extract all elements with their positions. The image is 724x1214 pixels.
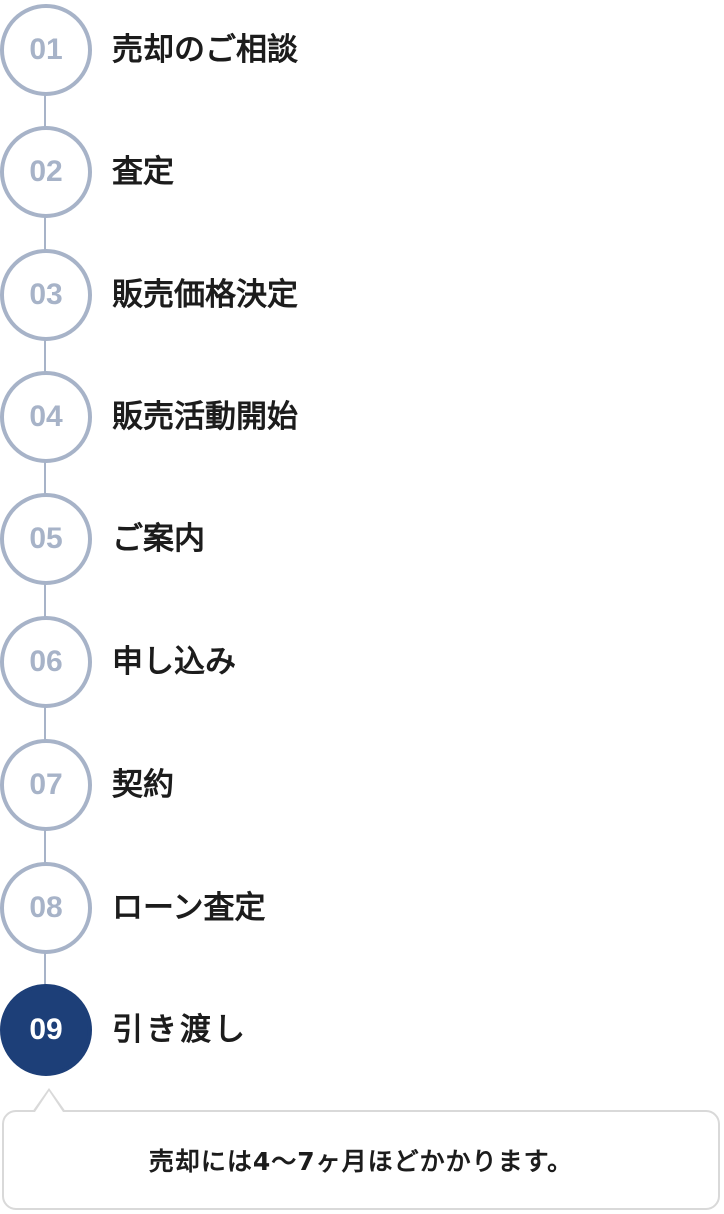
step-05: 05 ご案内 [0,493,724,585]
step-03: 03 販売価格決定 [0,249,724,341]
step-label: 販売価格決定 [112,277,298,313]
step-09: 09 引き渡し [0,984,724,1076]
step-number-circle: 03 [0,249,92,341]
sale-process-timeline: 01 売却のご相談 02 査定 03 販売価格決定 04 販売活動開始 05 ご… [0,4,724,1076]
step-number-circle: 05 [0,493,92,585]
step-label: 申し込み [112,644,236,680]
step-label: 査定 [112,154,174,190]
step-number-circle: 09 [0,984,92,1076]
step-label: 引き渡し [112,1012,248,1048]
step-number-circle: 06 [0,616,92,708]
step-number-circle: 01 [0,4,92,96]
step-number-circle: 02 [0,126,92,218]
step-label: 販売活動開始 [112,399,298,435]
step-number-circle: 08 [0,862,92,954]
step-label: ローン査定 [112,890,266,926]
step-07: 07 契約 [0,739,724,831]
step-06: 06 申し込み [0,616,724,708]
step-number-circle: 07 [0,739,92,831]
step-02: 02 査定 [0,126,724,218]
duration-note-callout: 売却には4〜7ヶ月ほどかかります。 [2,1088,720,1210]
step-label: 売却のご相談 [112,32,298,68]
step-01: 01 売却のご相談 [0,4,724,96]
step-number-circle: 04 [0,371,92,463]
step-label: ご案内 [112,521,205,557]
step-04: 04 販売活動開始 [0,371,724,463]
step-label: 契約 [112,767,174,803]
step-08: 08 ローン査定 [0,862,724,954]
duration-note-text: 売却には4〜7ヶ月ほどかかります。 [148,1147,574,1176]
